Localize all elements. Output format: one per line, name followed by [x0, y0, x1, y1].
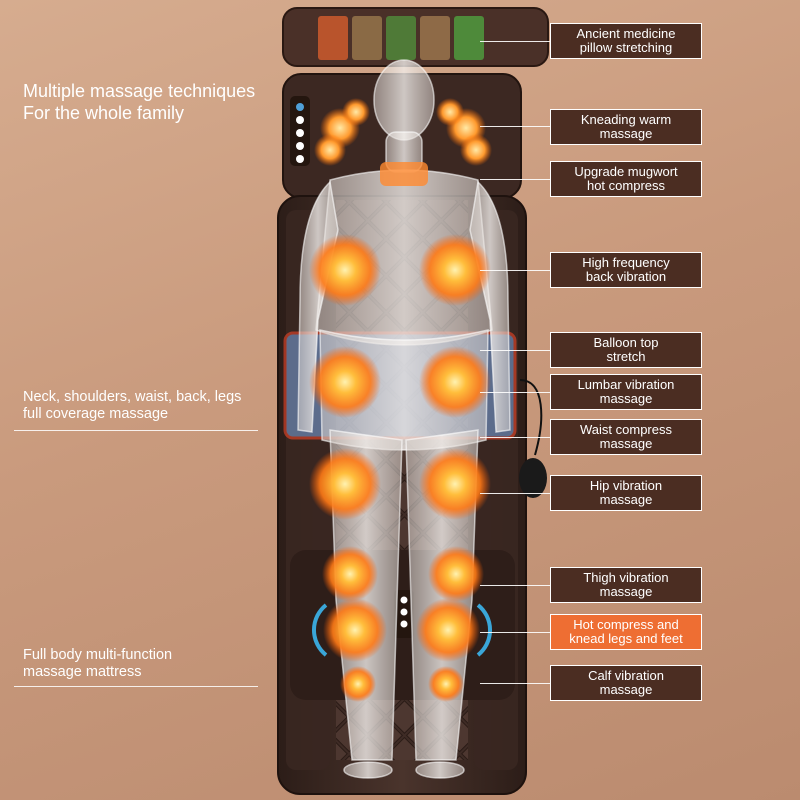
connector-thigh	[480, 585, 550, 586]
feature-pillow-stretching: Ancient medicine pillow stretching	[550, 23, 702, 59]
feature-lumbar-vibration: Lumbar vibration massage	[550, 374, 702, 410]
vibration-heat-spots	[309, 234, 492, 702]
feature-line-1: Hot compress and	[573, 617, 679, 632]
feature-line-2: pillow stretching	[579, 40, 673, 55]
feature-line-2: back vibration	[585, 269, 667, 284]
feature-line-2: massage	[599, 682, 653, 697]
feature-kneading-warm: Kneading warm massage	[550, 109, 702, 145]
connector-balloon	[480, 350, 550, 351]
feature-mugwort-compress: Upgrade mugwort hot compress	[550, 161, 702, 197]
feature-line-1: Ancient medicine	[576, 26, 676, 41]
feature-waist-compress: Waist compress massage	[550, 419, 702, 455]
feature-line-1: Upgrade mugwort	[574, 164, 678, 179]
feature-line-2: massage	[599, 391, 653, 406]
feature-knead-legs-feet: Hot compress and knead legs and feet	[550, 614, 702, 650]
feature-line-1: Hip vibration	[589, 478, 663, 493]
feature-line-1: Lumbar vibration	[577, 377, 675, 392]
mattress-note: Full body multi-function massage mattres…	[23, 647, 172, 681]
feature-line-1: Kneading warm	[580, 112, 672, 127]
connector-calf	[480, 683, 550, 684]
feature-line-2: massage	[599, 492, 653, 507]
neck-heat-nodes	[314, 98, 492, 186]
connector-back-vibration	[480, 270, 550, 271]
connector-mugwort	[480, 179, 550, 180]
feature-back-vibration: High frequency back vibration	[550, 252, 702, 288]
headline-line-1: Multiple massage techniques	[23, 81, 256, 101]
feature-hip-vibration: Hip vibration massage	[550, 475, 702, 511]
feature-line-2: massage	[599, 436, 653, 451]
connector-hip	[480, 493, 550, 494]
feature-line-1: Balloon top	[593, 335, 659, 350]
feature-line-2: massage	[599, 126, 653, 141]
mattress-note-line-2: massage mattress	[23, 664, 142, 680]
coverage-note: Neck, shoulders, waist, back, legs full …	[23, 389, 241, 423]
mattress-note-line-1: Full body multi-function	[23, 647, 173, 663]
feature-calf-vibration: Calf vibration massage	[550, 665, 702, 701]
feature-line-1: High frequency	[582, 255, 670, 270]
connector-waist	[480, 437, 550, 438]
coverage-note-line-2: full coverage massage	[23, 406, 169, 422]
mattress-note-rule	[14, 686, 258, 687]
herbal-pillow	[282, 7, 549, 67]
feature-line-1: Waist compress	[580, 422, 672, 437]
connector-lumbar	[480, 392, 550, 393]
feature-line-1: Calf vibration	[588, 668, 664, 683]
feature-line-2: hot compress	[586, 178, 666, 193]
feature-line-1: Thigh vibration	[583, 570, 669, 585]
headline-line-2: For the whole family	[23, 103, 185, 123]
headline: Multiple massage techniques For the whol…	[23, 80, 255, 124]
feature-thigh-vibration: Thigh vibration massage	[550, 567, 702, 603]
air-pump	[519, 379, 547, 498]
coverage-note-line-1: Neck, shoulders, waist, back, legs	[23, 389, 242, 405]
connector-kneading	[480, 126, 550, 127]
feature-line-2: knead legs and feet	[569, 631, 683, 646]
feature-line-2: massage	[599, 584, 653, 599]
connector-legs-feet	[480, 632, 550, 633]
connector-pillow	[480, 41, 550, 42]
feature-line-2: stretch	[606, 349, 646, 364]
feature-balloon-stretch: Balloon top stretch	[550, 332, 702, 368]
coverage-note-rule	[14, 430, 258, 431]
